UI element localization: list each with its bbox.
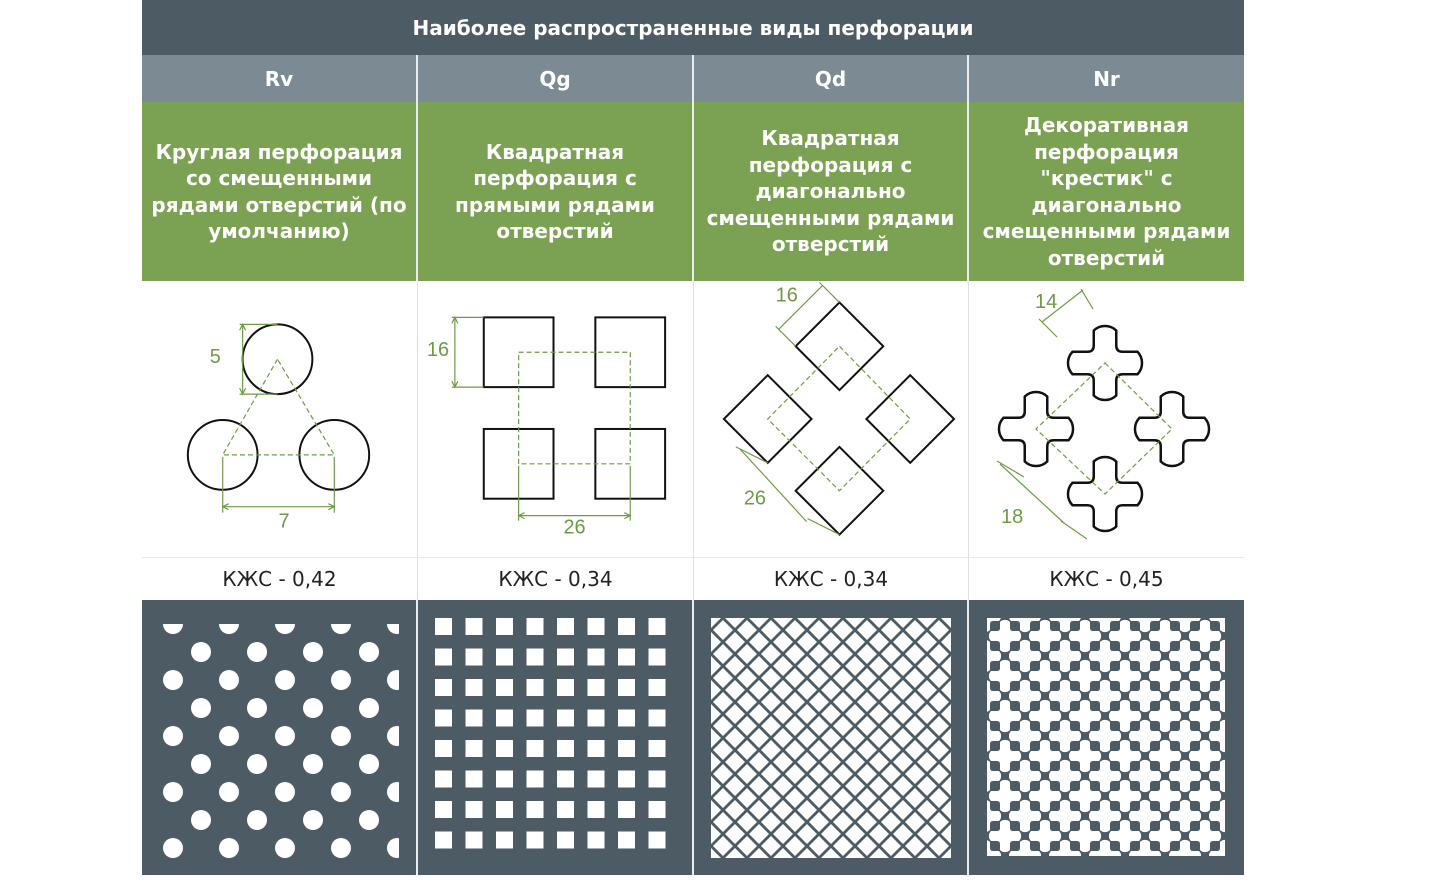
coefficient-qd: КЖС - 0,34 [694, 557, 969, 600]
coefficient-rv: КЖС - 0,42 [142, 557, 418, 600]
description-nr: Декоративная перфорация "крестик" с диаг… [969, 102, 1244, 281]
sample-qg [418, 600, 694, 875]
dimension-label: 14 [1035, 291, 1057, 313]
square-perforated-plate [435, 617, 675, 858]
description-qg: Квадратная перфорация с прямыми рядами о… [418, 102, 694, 281]
pitch-diamond [1035, 362, 1173, 495]
round-holes-diagram: 5 7 [186, 323, 371, 533]
hole-diamond [864, 373, 956, 465]
pitch-square [518, 351, 631, 465]
drawing-row: 5 7 [142, 281, 1244, 557]
drawing-rv: 5 7 [142, 281, 418, 557]
pitch-triangle [221, 358, 336, 456]
code-qd: Qd [694, 55, 969, 102]
cross-holes-diagram: 14 18 [996, 288, 1211, 540]
code-rv: Rv [142, 55, 418, 102]
round-perforated-plate [159, 623, 399, 858]
sample-row [142, 600, 1244, 875]
coefficient-nr: КЖС - 0,45 [969, 557, 1244, 600]
code-row: Rv Qg Qd Nr [142, 55, 1244, 102]
dimension-label: 18 [1001, 506, 1023, 528]
sample-rv [142, 600, 418, 875]
code-nr: Nr [969, 55, 1244, 102]
description-qd: Квадратная перфорация с диагонально смещ… [694, 102, 969, 281]
pitch-diamond [766, 345, 912, 492]
diamond-perforated-plate [710, 617, 951, 858]
description-rv: Круглая перфорация со смещенными рядами … [142, 102, 418, 281]
diamond-holes-diagram: 16 26 [722, 282, 956, 536]
hole-diamond [794, 301, 885, 392]
drawing-qd: 16 26 [694, 281, 969, 557]
coefficient-qg: КЖС - 0,34 [418, 557, 694, 600]
square-holes-diagram: 16 26 [427, 316, 667, 539]
drawing-nr: 14 18 [969, 281, 1244, 557]
perforation-table: Наиболее распространенные виды перфораци… [142, 0, 1244, 875]
dimension-label: 5 [210, 346, 221, 368]
code-qg: Qg [418, 55, 694, 102]
dimension-label: 26 [744, 488, 766, 510]
sample-qd [694, 600, 969, 875]
table-title: Наиболее распространенные виды перфораци… [142, 0, 1244, 55]
cross-perforated-plate [986, 617, 1225, 856]
description-row: Круглая перфорация со смещенными рядами … [142, 102, 1244, 281]
dimension-label: 26 [563, 517, 585, 539]
hole-diamond [794, 445, 885, 536]
sample-nr [969, 600, 1244, 875]
drawing-qg: 16 26 [418, 281, 694, 557]
coefficient-row: КЖС - 0,42 КЖС - 0,34 КЖС - 0,34 КЖС - 0… [142, 557, 1244, 600]
dimension-label: 16 [427, 339, 449, 361]
dimension-label: 16 [776, 284, 798, 306]
dimension-label: 7 [279, 511, 290, 533]
